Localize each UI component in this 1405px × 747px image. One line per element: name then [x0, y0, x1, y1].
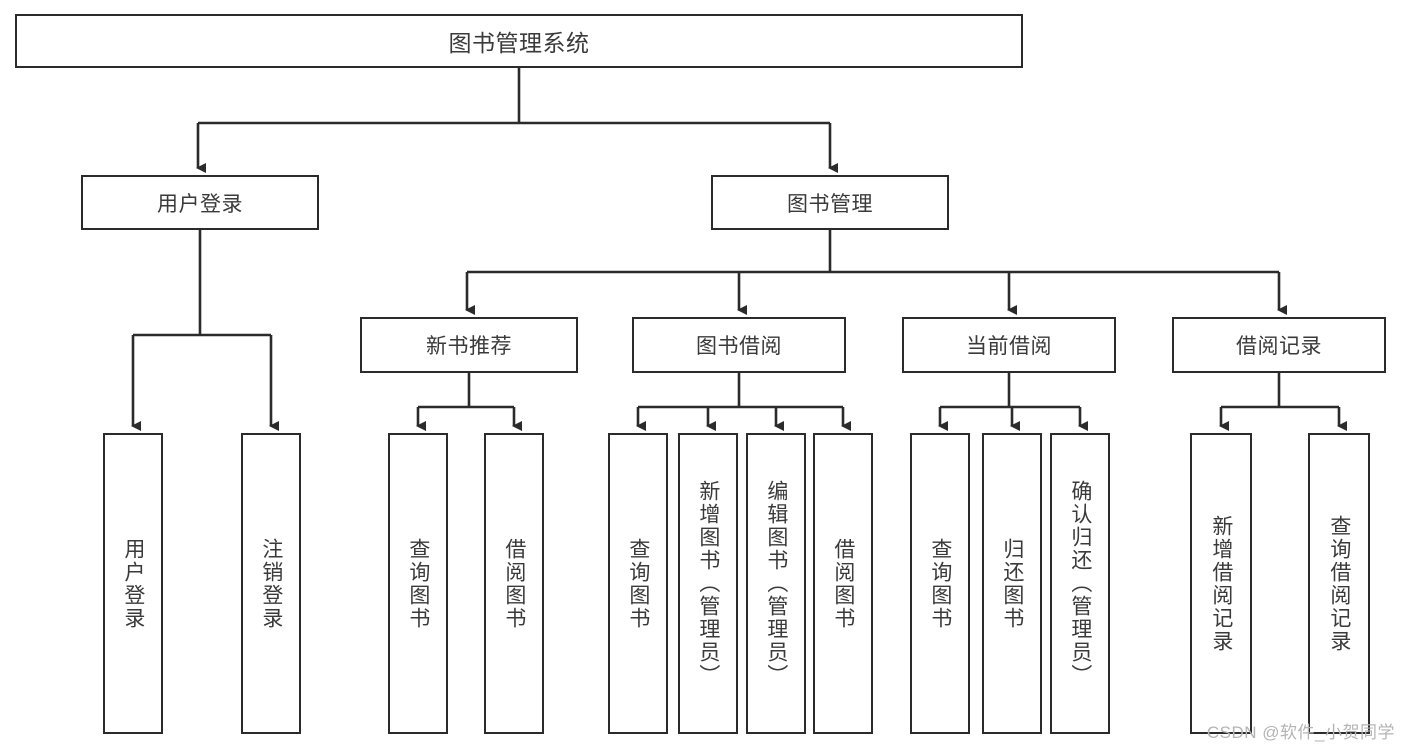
leaf-query-loan-record[interactable]: 查询借阅记录: [1308, 433, 1370, 734]
node-label: 用户登录: [157, 192, 243, 216]
leaf-user-logout[interactable]: 注销登录: [241, 433, 301, 734]
node-user-login[interactable]: 用户登录: [81, 175, 319, 230]
leaf-edit-book-admin[interactable]: 编辑图书（管理员）: [746, 433, 806, 734]
leaf-borrow-book-under-new-book-recommend[interactable]: 借阅图书: [484, 433, 544, 734]
node-label: 当前借阅: [966, 335, 1052, 358]
leaf-user-login[interactable]: 用户登录: [103, 433, 163, 734]
node-label: 图书管理: [787, 192, 873, 216]
node-book-borrow[interactable]: 图书借阅: [632, 317, 846, 373]
node-label: 图书借阅: [696, 335, 782, 358]
node-label: 新增借阅记录: [1209, 514, 1233, 653]
node-label: 借阅图书: [831, 537, 855, 630]
node-loan-record[interactable]: 借阅记录: [1172, 317, 1386, 373]
node-new-book-recommend[interactable]: 新书推荐: [360, 317, 578, 373]
node-label: 注销登录: [259, 537, 283, 630]
leaf-add-loan-record[interactable]: 新增借阅记录: [1190, 433, 1252, 734]
leaf-confirm-return-admin[interactable]: 确认归还（管理员）: [1050, 433, 1110, 734]
leaf-query-book-under-current-loan[interactable]: 查询图书: [910, 433, 970, 734]
node-label: 新增图书（管理员）: [696, 480, 720, 687]
watermark-text: CSDN @软件_小贺同学: [1206, 723, 1395, 742]
node-label: 查询图书: [406, 537, 430, 630]
leaf-query-book-under-book-borrow[interactable]: 查询图书: [608, 433, 668, 734]
node-label: 查询图书: [626, 537, 650, 630]
node-label: 图书管理系统: [448, 30, 590, 56]
node-label: 归还图书: [1000, 537, 1024, 630]
node-book-manage[interactable]: 图书管理: [711, 175, 949, 230]
node-root-system[interactable]: 图书管理系统: [15, 14, 1023, 68]
node-label: 借阅图书: [502, 537, 526, 630]
leaf-borrow-book-under-book-borrow[interactable]: 借阅图书: [813, 433, 873, 734]
node-label: 新书推荐: [426, 335, 512, 358]
node-label: 用户登录: [121, 537, 145, 630]
node-label: 编辑图书（管理员）: [764, 480, 788, 687]
leaf-return-book[interactable]: 归还图书: [982, 433, 1042, 734]
node-label: 确认归还（管理员）: [1068, 480, 1092, 687]
node-current-loan[interactable]: 当前借阅: [902, 317, 1116, 373]
node-label: 查询借阅记录: [1327, 514, 1351, 653]
node-label: 查询图书: [928, 537, 952, 630]
node-label: 借阅记录: [1236, 335, 1322, 358]
leaf-add-book-admin[interactable]: 新增图书（管理员）: [678, 433, 738, 734]
leaf-query-book-under-new-book-recommend[interactable]: 查询图书: [388, 433, 448, 734]
